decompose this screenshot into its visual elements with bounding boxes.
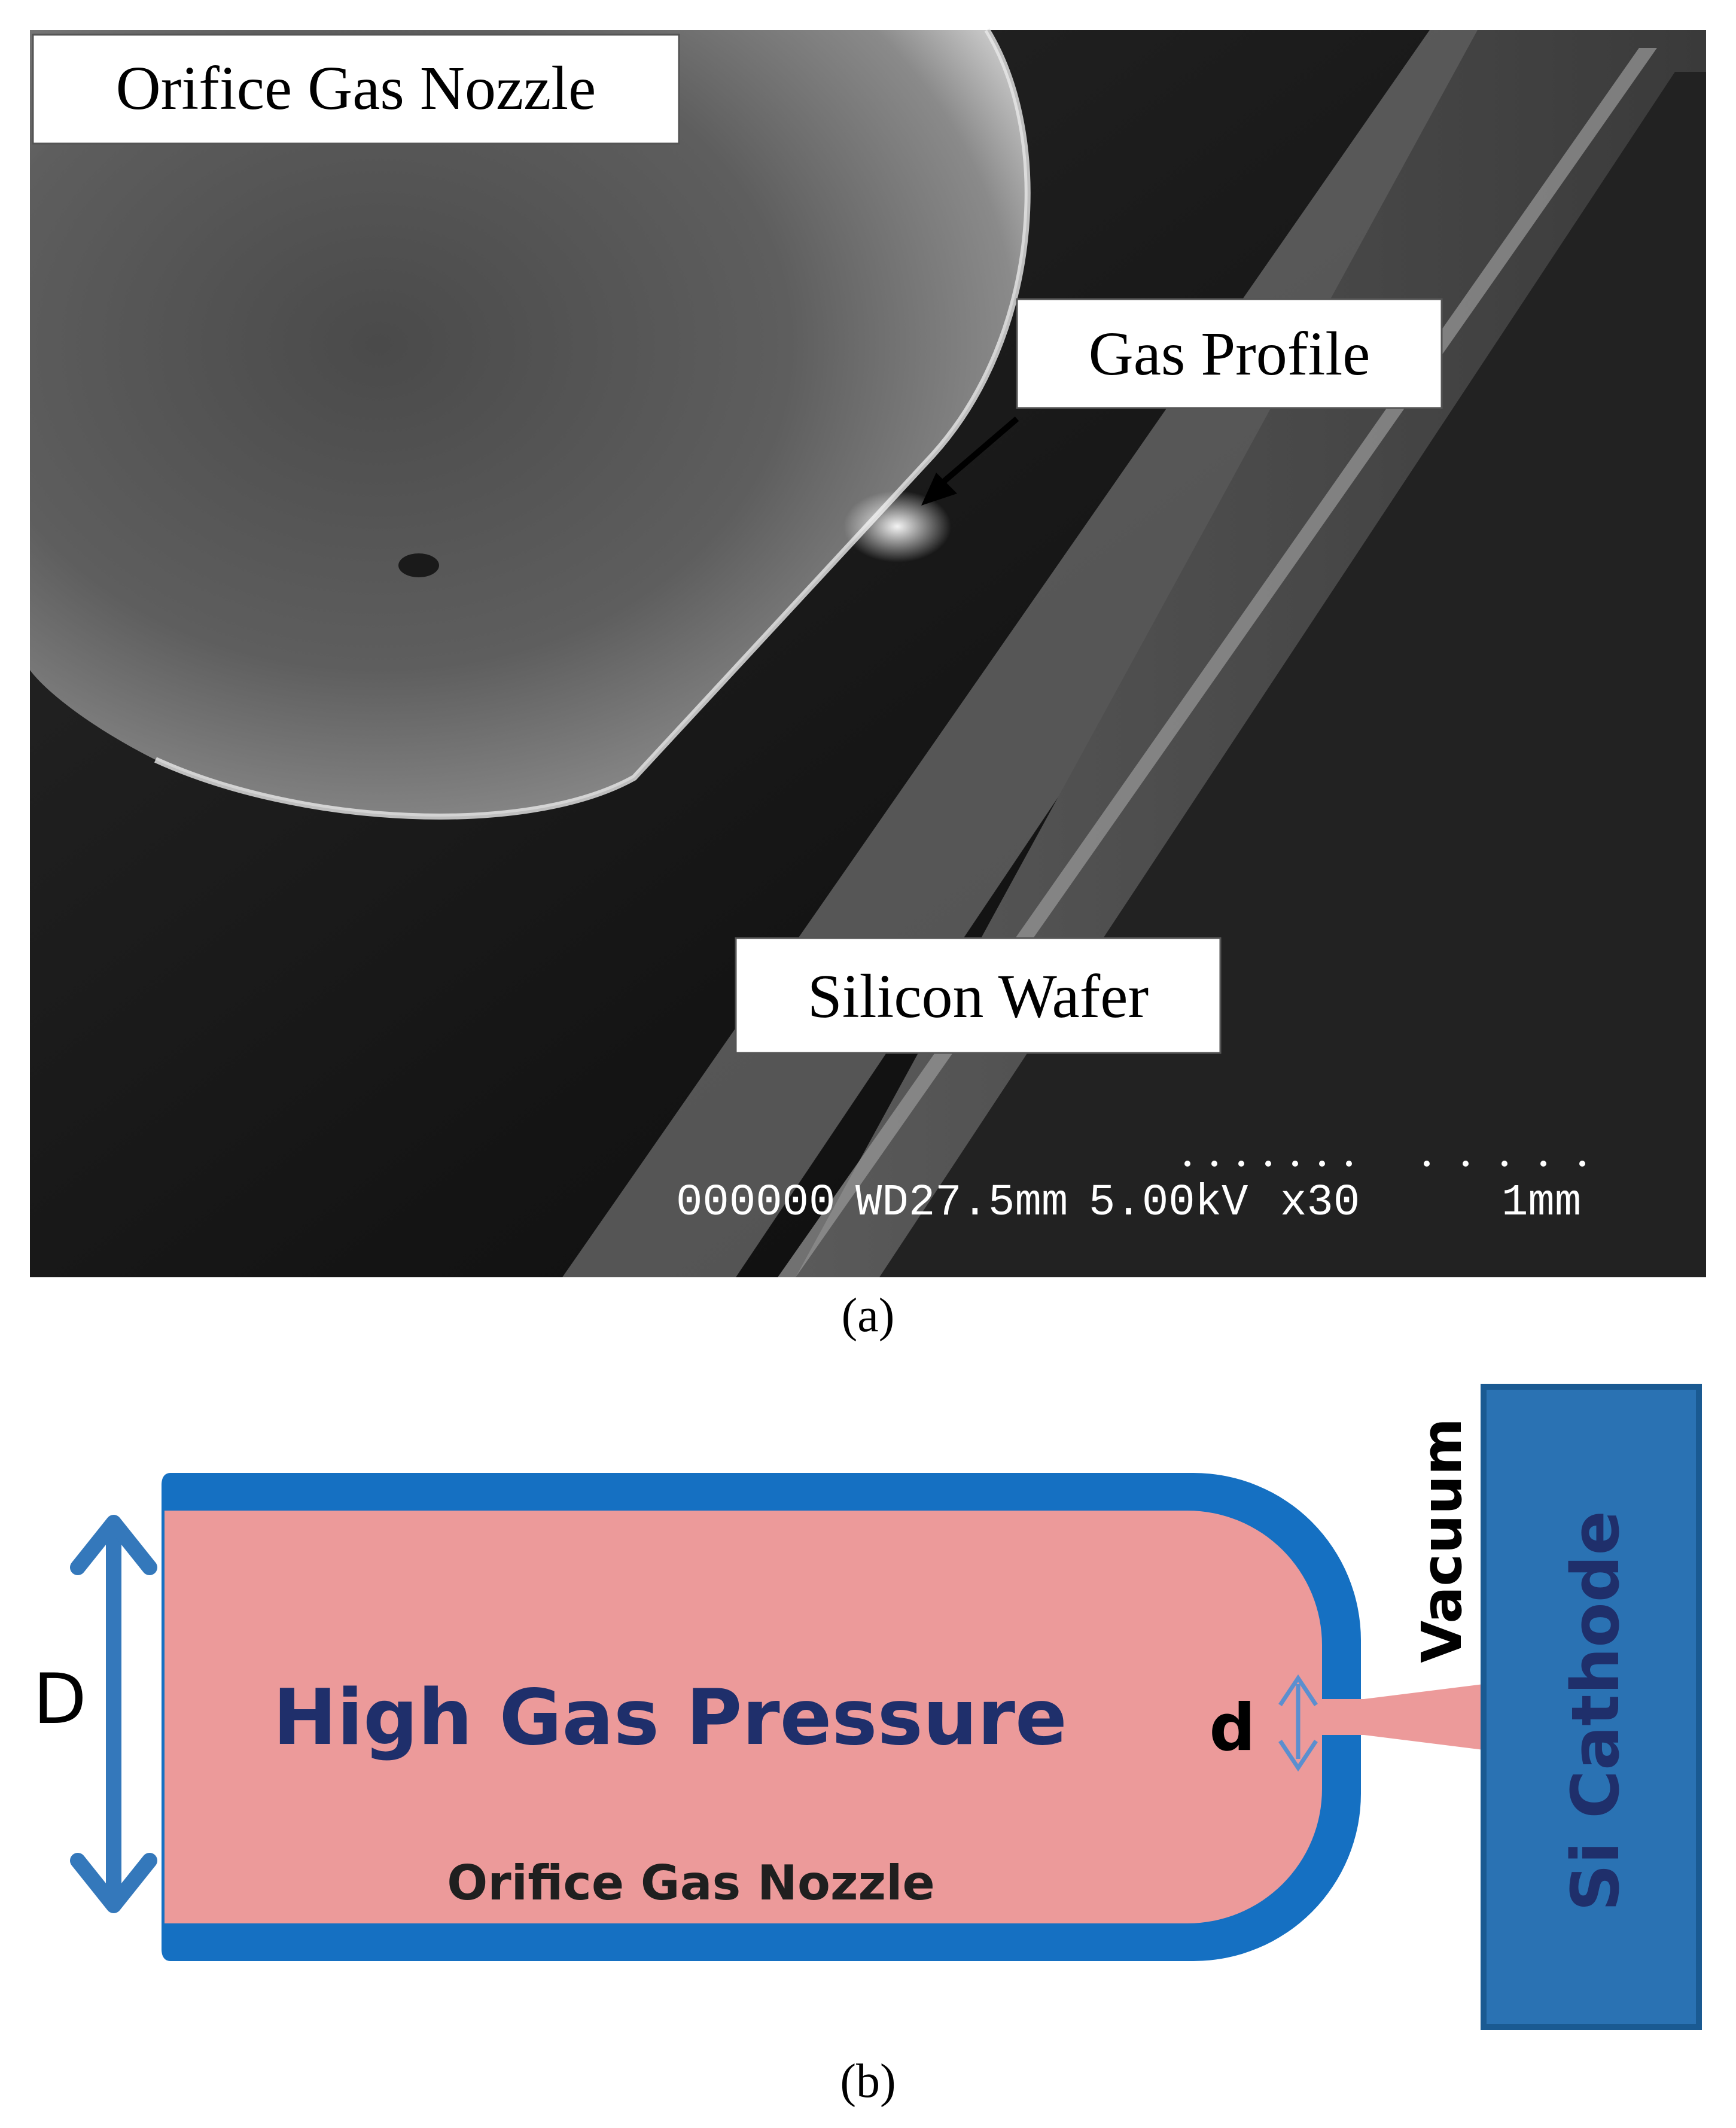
- caption-a: (a): [842, 1289, 895, 1342]
- wafer-label: Silicon Wafer: [808, 962, 1149, 1031]
- gas-profile-label-box: [1016, 298, 1443, 409]
- nozzle-label-box: [32, 34, 680, 145]
- caption-b: (b): [840, 2055, 896, 2108]
- si-cathode-label: Si Cathode: [1557, 1511, 1634, 1911]
- diameter-label: D: [33, 1659, 86, 1740]
- sem-scale-bar-dots: [1184, 1161, 1585, 1167]
- high-gas-pressure-label: High Gas Pressure: [273, 1673, 1067, 1762]
- gas-profile-glow: [843, 491, 951, 562]
- sem-working-distance: WD27.5mm: [855, 1178, 1068, 1228]
- nozzle-orifice-mark: [398, 553, 439, 577]
- gas-chamber: [165, 1511, 1322, 1923]
- sem-voltage: 5.00kV: [1089, 1178, 1248, 1228]
- vacuum-label: Vacuum: [1410, 1418, 1474, 1663]
- nozzle-label: Orifice Gas Nozzle: [116, 54, 596, 123]
- sem-info-bar: 000000 WD27.5mm 5.00kV x30 1mm: [676, 1161, 1585, 1228]
- panel-a: Orifice Gas Nozzle Gas Profile Silicon W…: [30, 28, 1706, 1277]
- gas-profile-arrow-line: [931, 416, 1019, 493]
- sem-magnification: x30: [1280, 1178, 1360, 1228]
- gas-profile-arrowhead: [921, 473, 957, 506]
- sem-sample-id: 000000: [676, 1178, 835, 1228]
- nozzle-rim: [154, 28, 1031, 820]
- wafer-label-box: [735, 937, 1222, 1054]
- diameter-arrow-icon: [70, 1515, 157, 1913]
- panel-b: Si Cathode Vacuum D d High Gas Pressure …: [33, 1384, 1702, 2030]
- gas-profile-label: Gas Profile: [1089, 319, 1370, 388]
- nozzle-schematic-label: Orifice Gas Nozzle: [447, 1855, 935, 1911]
- orifice-diameter-arrow-icon: [1278, 1674, 1318, 1772]
- orifice-opening: [1319, 1699, 1367, 1735]
- gas-jet: [1364, 1684, 1484, 1750]
- orifice-diameter-label: d: [1209, 1691, 1255, 1765]
- si-cathode-block: [1481, 1384, 1702, 2030]
- sem-scale: 1mm: [1502, 1178, 1581, 1228]
